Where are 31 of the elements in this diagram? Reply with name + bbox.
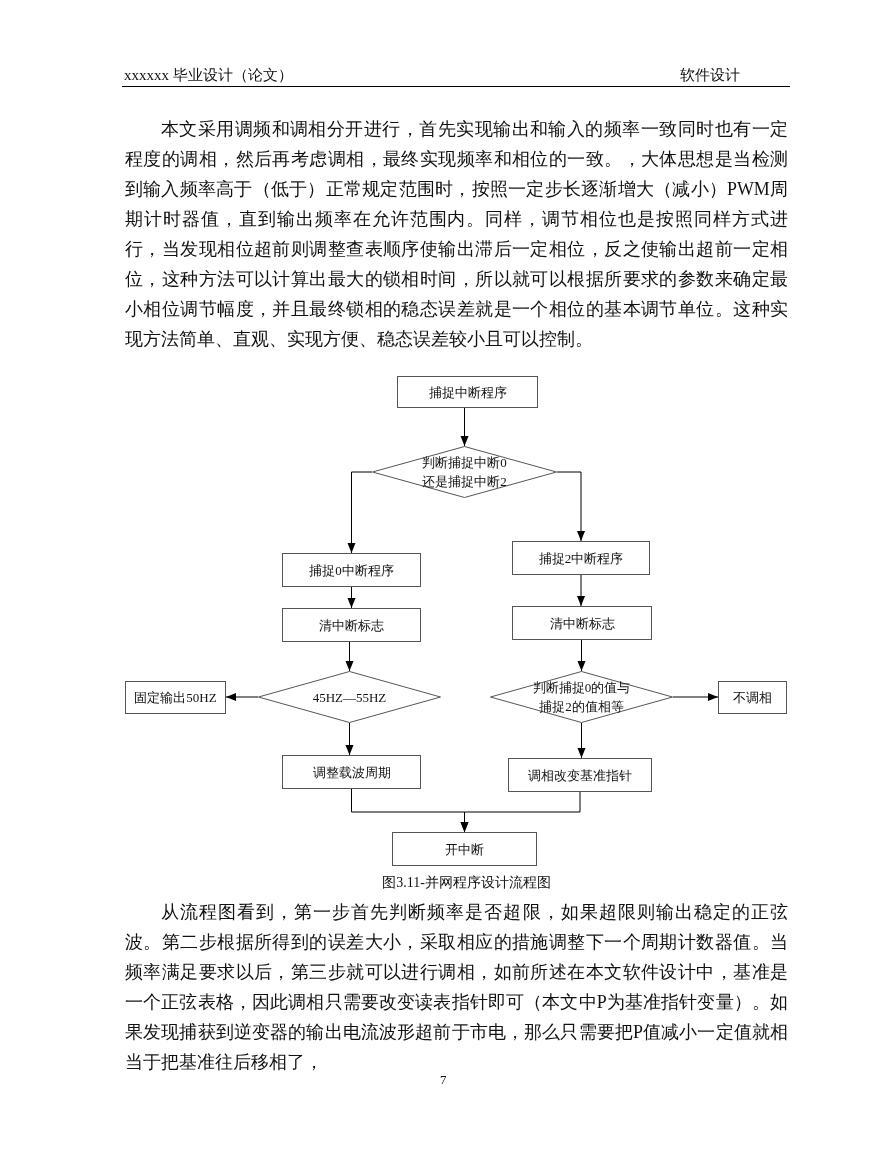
decision-diamond: 判断捕捉0的值与捕捉2的值相等: [490, 671, 673, 723]
arrow: [347, 471, 373, 554]
process-box: 捕捉中断程序: [397, 376, 538, 408]
process-box: 清中断标志: [282, 608, 421, 642]
arrow: [460, 407, 469, 447]
process-box: 开中断: [392, 832, 537, 866]
process-box: 清中断标志: [512, 606, 652, 640]
page-number: 7: [440, 1072, 447, 1088]
decision-diamond: 45HZ—55HZ: [258, 671, 441, 723]
process-box: 捕捉2中断程序: [512, 541, 650, 575]
header-text: xxxxxx 毕业设计（论文）: [124, 66, 293, 85]
process-box: 不调相: [718, 681, 787, 714]
arrow: [577, 574, 585, 607]
header-text: 软件设计: [680, 66, 740, 85]
arrow: [225, 693, 259, 701]
process-box: 调整载波周期: [282, 755, 421, 789]
paragraph: 本文采用调频和调相分开进行，首先实现输出和输入的频率一致同时也有一定程度的调相，然后再考虑调相，最终实现频率和相位的一致。，大体思想是当检测到输入频率高于（低于）正常规定范围时，按照一定步长逐渐增大（减小）PWM周期计时器值，直到输出频率在允许范围内。同样，调节相位也是按照同样方式进行，当发现相位超前则调整查表顺序使输出滞后一定相位，反之使输出超前一定相位，这种方法可以计算出最大的锁相时间，所以就可以根据所要求的参数来确定最小相位调节幅度，并且最终锁相的稳态误差就是一个相位的基本调节单位。这种实现方法简单、直观、实现方便、稳态误差较小且可以控制。: [125, 118, 788, 351]
process-box: 固定输出50HZ: [125, 681, 226, 714]
arrow: [672, 693, 719, 701]
arrow: [347, 586, 356, 609]
arrow: [345, 641, 354, 672]
process-box: 捕捉0中断程序: [282, 553, 421, 587]
paragraph: 从流程图看到，第一步首先判断频率是否超限，如果超限则输出稳定的正弦波。第二步根据所得到的误差大小，采取相应的措施调整下一个周期计数器值。当频率满足要求以后，第三步就可以进行调相，如前所述在本文软件设计中，基准是一个正弦表格，因此调相只需要改变读表指针即可（本文中P为基准指针变量）。如果发现捕获到逆变器的输出电流波形超前于市电，那么只需要把P值减小一定值就相当于把基准往后移相了，: [125, 901, 788, 1074]
figure-caption: 图3.11-并网程序设计流程图: [381, 874, 552, 892]
decision-diamond: 判断捕捉中断0还是捕捉中断2: [372, 446, 557, 498]
process-box: 调相改变基准指针: [508, 758, 652, 792]
arrow: [460, 791, 581, 833]
arrow: [556, 471, 585, 542]
arrow: [345, 722, 354, 756]
arrow: [577, 722, 586, 759]
arrow: [577, 639, 586, 672]
